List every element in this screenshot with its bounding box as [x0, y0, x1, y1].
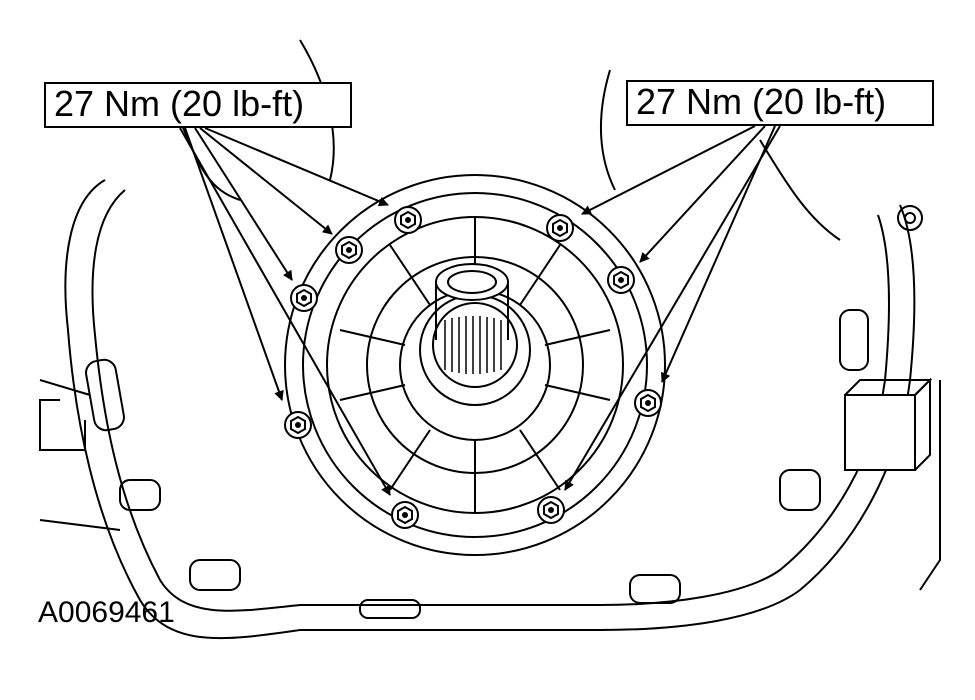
left-leader-lines: [179, 127, 391, 496]
bolt-head: [290, 284, 318, 312]
bolt-head: [391, 501, 419, 529]
bolt-head: [394, 206, 422, 234]
right-leader-lines: [564, 125, 781, 491]
torque-callout-left: 27 Nm (20 lb-ft): [44, 82, 352, 128]
figure-id: A0069461: [38, 596, 175, 629]
bolt-head: [546, 214, 574, 242]
bolt-head: [284, 411, 312, 439]
housing-flange: [64, 179, 923, 640]
input-shaft: [419, 263, 531, 406]
torque-callout-right: 27 Nm (20 lb-ft): [626, 80, 934, 126]
bolt-head: [607, 266, 635, 294]
bolt-head: [335, 236, 363, 264]
bolt-head: [634, 389, 662, 417]
bolt-head: [537, 496, 565, 524]
retainer-cover: [284, 174, 666, 556]
